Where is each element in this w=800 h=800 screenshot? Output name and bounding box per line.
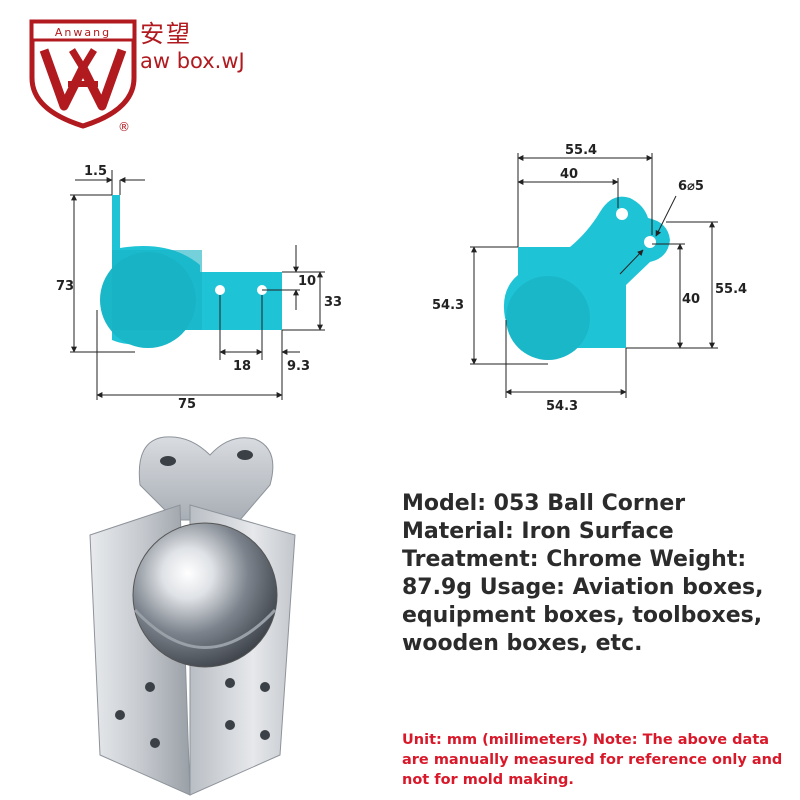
registered-mark: ®	[118, 120, 130, 134]
dim-right-height: 55.4	[715, 282, 747, 297]
dim-hole-spec: 6⌀5	[678, 179, 704, 194]
dim-total-width: 75	[178, 397, 196, 412]
dim-thickness: 1.5	[84, 164, 107, 179]
dim-hole-width: 40	[560, 167, 578, 182]
dim-hole-height: 40	[682, 292, 700, 307]
dim-height: 73	[56, 279, 74, 294]
brand-name-chinese: 安望	[140, 20, 192, 48]
side-view-drawing: 1.5 73 10 33 18 9.3 75	[56, 164, 342, 412]
dim-edge-offset: 9.3	[287, 359, 310, 374]
dim-top-width: 55.4	[565, 143, 597, 158]
technical-drawings: 1.5 73 10 33 18 9.3 75 55.4 40 6⌀5 54.	[56, 143, 747, 414]
measurement-note: Unit: mm (millimeters) Note: The above d…	[402, 732, 783, 788]
front-view-ball	[506, 276, 590, 360]
dim-left-height: 54.3	[432, 298, 464, 313]
dim-hole-offset: 10	[298, 274, 316, 289]
svg-text:Anwang: Anwang	[55, 26, 111, 39]
product-photo	[89, 436, 296, 796]
brand-name-english: aw box.wJ	[140, 49, 245, 73]
brand-name: 安望 aw box.wJ	[140, 20, 245, 74]
brand-logo: Anwang	[29, 19, 137, 129]
dim-hole-spacing: 18	[233, 359, 251, 374]
dim-tab-height: 33	[324, 295, 342, 310]
front-view-drawing: 55.4 40 6⌀5 54.3 40 55.4 54.3	[432, 143, 747, 414]
dim-bottom-width: 54.3	[546, 399, 578, 414]
product-specifications: Model: 053 Ball Corner Material: Iron Su…	[402, 491, 764, 656]
